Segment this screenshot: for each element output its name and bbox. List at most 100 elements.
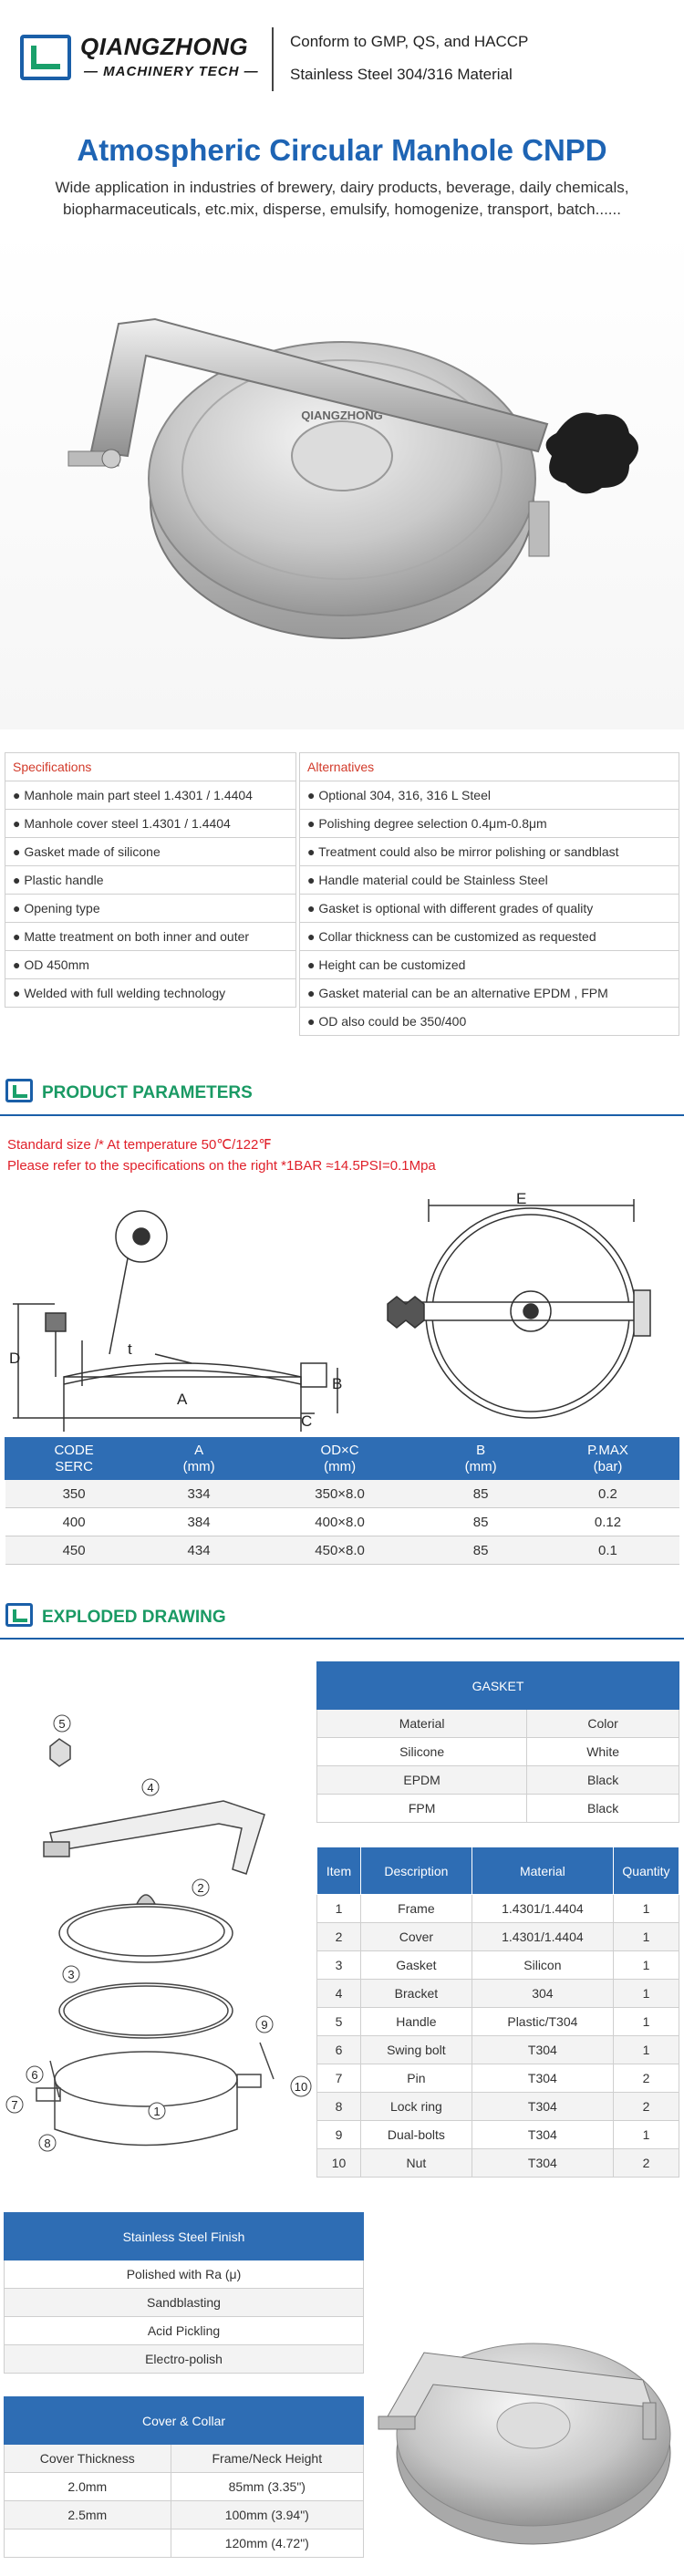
- spec-item: ● Manhole cover steel 1.4301 / 1.4404: [5, 809, 296, 838]
- cell-code: 400: [5, 1507, 143, 1536]
- alternative-item: ● Optional 304, 316, 316 L Steel: [299, 781, 679, 810]
- dim-label-t: t: [128, 1340, 132, 1358]
- part-description: Gasket: [360, 1950, 472, 1980]
- alternatives-header: Alternatives: [299, 752, 679, 781]
- col-header-odxc: OD×C (mm): [254, 1437, 426, 1480]
- callout-8: 8: [44, 2136, 50, 2150]
- part-material: T304: [471, 2064, 615, 2093]
- cover-thickness: 2.5mm: [4, 2500, 171, 2529]
- part-item: 4: [316, 1979, 361, 2008]
- part-quantity: 1: [613, 1950, 679, 1980]
- part-quantity: 1: [613, 2007, 679, 2036]
- section-icon: [5, 1079, 33, 1102]
- cover-thickness: [4, 2529, 171, 2558]
- cell-b: 85: [424, 1536, 537, 1565]
- part-material: T304: [471, 2148, 615, 2178]
- spec-item: ● OD 450mm: [5, 950, 296, 979]
- specifications-table: Specifications ● Manhole main part steel…: [5, 752, 296, 1008]
- alternative-item: ● Gasket is optional with different grad…: [299, 894, 679, 923]
- part-material: Silicon: [471, 1950, 615, 1980]
- section-rule: [0, 1114, 684, 1116]
- callout-5: 5: [58, 1717, 65, 1731]
- dim-label-c: C: [301, 1412, 312, 1430]
- gasket-color: Black: [526, 1794, 679, 1823]
- neck-height: 100mm (3.94"): [170, 2500, 365, 2529]
- parts-col-quantity: Quantity: [613, 1847, 679, 1895]
- cell-odxc: 400×8.0: [254, 1507, 425, 1536]
- part-item: 1: [316, 1894, 361, 1923]
- brand-logo-icon: [20, 35, 71, 80]
- part-quantity: 1: [613, 1922, 679, 1951]
- parts-col-material: Material: [471, 1847, 615, 1895]
- callout-1: 1: [153, 2105, 160, 2118]
- alternative-item: ● OD also could be 350/400: [299, 1007, 679, 1036]
- collar-col-height: Frame/Neck Height: [170, 2444, 365, 2473]
- part-quantity: 2: [613, 2092, 679, 2121]
- page-header: QIANGZHONG — MACHINERY TECH — Conform to…: [0, 0, 684, 128]
- part-description: Dual-bolts: [360, 2120, 472, 2149]
- exploded-drawing: 1 2 3 4 5 6 7 8 9 10: [5, 1714, 312, 2152]
- parameters-table: CODE SERC A (mm) OD×C (mm) B (mm) P.MAX …: [4, 1437, 680, 1565]
- page-title: Atmospheric Circular Manhole CNPD: [77, 133, 607, 167]
- finish-option: Sandblasting: [4, 2288, 364, 2317]
- part-material: 1.4301/1.4404: [471, 1894, 615, 1923]
- spec-item: ● Welded with full welding technology: [5, 978, 296, 1008]
- spec-item: ● Plastic handle: [5, 865, 296, 895]
- cell-b: 85: [424, 1479, 537, 1508]
- section-title-exploded: EXPLODED DRAWING: [42, 1608, 226, 1627]
- section-icon: [5, 1603, 33, 1627]
- neck-height: 85mm (3.35"): [170, 2472, 365, 2501]
- part-description: Cover: [360, 1922, 472, 1951]
- top-view-drawing: [387, 1199, 651, 1419]
- callout-3: 3: [67, 1968, 74, 1981]
- callout-6: 6: [31, 2068, 37, 2082]
- gasket-caption: GASKET: [316, 1661, 679, 1710]
- part-item: 2: [316, 1922, 361, 1951]
- alternative-item: ● Collar thickness can be customized as …: [299, 922, 679, 951]
- cell-a: 384: [142, 1507, 255, 1536]
- callout-2: 2: [197, 1881, 203, 1895]
- finish-option: Electro-polish: [4, 2344, 364, 2374]
- part-material: T304: [471, 2120, 615, 2149]
- section-title-parameters: PRODUCT PARAMETERS: [42, 1083, 253, 1102]
- cell-pmax: 0.1: [536, 1536, 679, 1565]
- standard-size-note: Standard size /* At temperature 50℃/122℉: [7, 1137, 272, 1153]
- part-quantity: 2: [613, 2064, 679, 2093]
- spec-item: ● Gasket made of silicone: [5, 837, 296, 866]
- part-description: Swing bolt: [360, 2035, 472, 2064]
- dim-label-e: E: [516, 1190, 526, 1207]
- product-photo-bottom: [378, 2343, 671, 2545]
- dim-label-a: A: [177, 1391, 188, 1408]
- col-header-code: CODE SERC: [4, 1437, 144, 1480]
- callout-7: 7: [11, 2098, 17, 2112]
- spec-item: ● Opening type: [5, 894, 296, 923]
- col-header-b: B (mm): [424, 1437, 537, 1480]
- brand-subtitle: — MACHINERY TECH —: [84, 64, 259, 79]
- cover-collar-table: Cover & Collar Cover Thickness Frame/Nec…: [4, 2396, 365, 2558]
- finish-table: Stainless Steel Finish Polished with Ra …: [4, 2212, 364, 2374]
- cell-code: 350: [5, 1479, 143, 1508]
- cell-b: 85: [424, 1507, 537, 1536]
- unit-conversion-note: Please refer to the specifications on th…: [7, 1158, 436, 1174]
- part-material: 304: [471, 1979, 615, 2008]
- hero-logo-text: QIANGZHONG: [301, 409, 383, 422]
- header-tagline-2: Stainless Steel 304/316 Material: [290, 66, 513, 83]
- part-item: 6: [316, 2035, 361, 2064]
- cell-code: 450: [5, 1536, 143, 1565]
- manhole-illustration: QIANGZHONG: [67, 317, 638, 639]
- alternative-item: ● Gasket material can be an alternative …: [299, 978, 679, 1008]
- finish-option: Polished with Ra (μ): [4, 2260, 364, 2289]
- part-item: 7: [316, 2064, 361, 2093]
- part-description: Lock ring: [360, 2092, 472, 2121]
- part-item: 10: [316, 2148, 361, 2178]
- table-row: 450 434 450×8.0 85 0.1: [5, 1536, 679, 1565]
- callout-4: 4: [147, 1781, 153, 1795]
- table-row: 400 384 400×8.0 85 0.12: [5, 1507, 679, 1536]
- part-quantity: 1: [613, 2035, 679, 2064]
- callout-9: 9: [261, 2018, 267, 2032]
- black-handle-icon: [545, 412, 638, 494]
- technical-drawing: D t B C A E: [9, 1190, 651, 1432]
- part-material: T304: [471, 2035, 615, 2064]
